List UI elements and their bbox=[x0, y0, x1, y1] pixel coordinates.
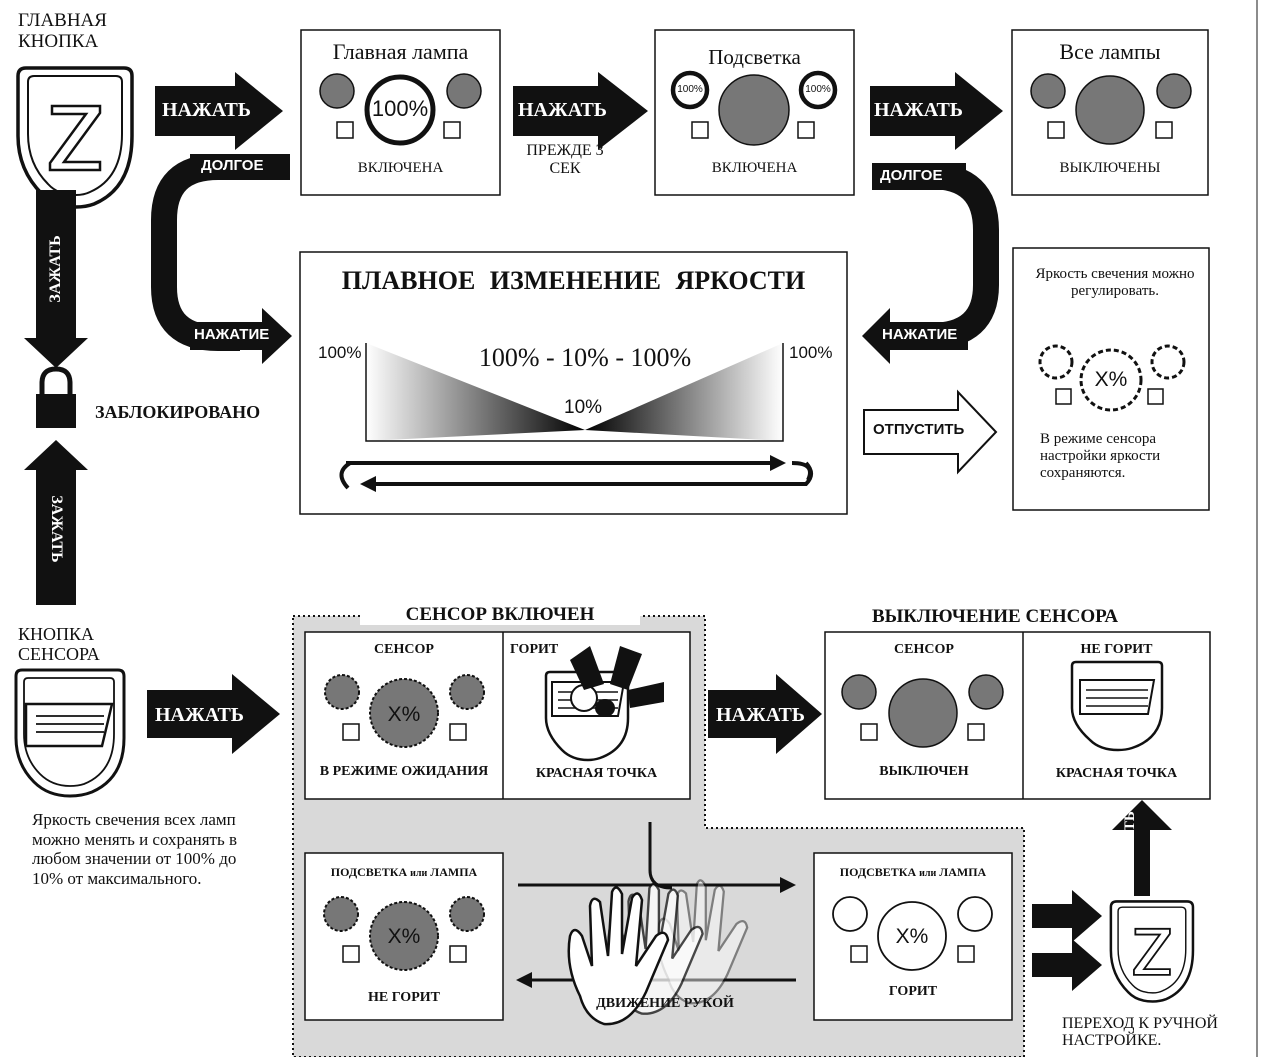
sensor-standby-title: СЕНСОР bbox=[374, 642, 434, 657]
gesture-right-title-a: ПОДСВЕТКА bbox=[839, 865, 917, 879]
press-label-sensor-off: НАЖАТЬ bbox=[716, 704, 806, 726]
before-3s-label: ПРЕЖДЕ 3 СЕК bbox=[526, 142, 604, 177]
release-arrow bbox=[863, 389, 998, 475]
long-label-left: ДОЛГОЕ bbox=[201, 157, 264, 174]
gesture-left-title-b: ЛАМПА bbox=[430, 865, 478, 879]
sensor-button-title: КНОПКА СЕНСОРА bbox=[18, 624, 100, 665]
locked-label: ЗАБЛОКИРОВАНО bbox=[95, 402, 261, 422]
main-lamp-title: Главная лампа bbox=[332, 39, 469, 64]
sensor-unlit-icon bbox=[1070, 660, 1164, 752]
gesture-right-status: ГОРИТ bbox=[888, 984, 938, 999]
backlight-value-left: 100% bbox=[677, 84, 703, 95]
press-label-2: НАЖАТЬ bbox=[518, 99, 608, 121]
sensor-off-state-title: СЕНСОР bbox=[894, 642, 954, 657]
sensor-button[interactable] bbox=[14, 668, 126, 798]
press-arrow-1 bbox=[155, 72, 283, 150]
dimming-min-label: 10% bbox=[564, 397, 603, 418]
gesture-left-title-a: ПОДСВЕТКА bbox=[330, 865, 408, 879]
gesture-right-title-or: или bbox=[919, 868, 937, 879]
press-short-label-left: НАЖАТИЕ bbox=[194, 326, 270, 343]
manual-label: ПЕРЕХОД К РУЧНОЙ НАСТРОЙКЕ. bbox=[1062, 1015, 1218, 1049]
press-arrow-3 bbox=[870, 72, 1003, 150]
sensor-on-title: СЕНСОР ВКЛЮЧЕН bbox=[360, 604, 640, 626]
hold-label-top: ЗАЖАТЬ bbox=[47, 235, 65, 303]
gesture-left-title-or: или bbox=[410, 868, 428, 879]
dimming-range: 100% - 10% - 100% bbox=[478, 343, 692, 372]
hold-label-bottom: ЗАЖАТЬ bbox=[47, 495, 65, 563]
hold-arrow-up bbox=[24, 440, 88, 605]
all-lamps-status: ВЫКЛЮЧЕНЫ bbox=[1059, 160, 1161, 176]
gesture-right-title: ПОДСВЕТКА или ЛАМПА bbox=[814, 865, 1012, 879]
backlight-title: Подсветка bbox=[708, 45, 801, 69]
main-lamp-value: 100% bbox=[371, 96, 429, 121]
gesture-right-value: X% bbox=[895, 925, 929, 948]
press-arrow-up-manual bbox=[1112, 800, 1172, 896]
gesture-left-title: ПОДСВЕТКА или ЛАМПА bbox=[305, 865, 503, 879]
gesture-left-value: X% bbox=[387, 925, 421, 948]
press-arrow-sensor bbox=[147, 674, 280, 754]
main-lamp-status: ВКЛЮЧЕНА bbox=[357, 160, 444, 176]
adjust-note-text1: Яркость свечения можно регулировать. bbox=[1035, 266, 1195, 299]
brightness-note: Яркость свечения всех ламп можно менять … bbox=[32, 810, 237, 888]
hold-arrow-down bbox=[24, 190, 88, 368]
sensor-off-unlit-status: КРАСНАЯ ТОЧКА bbox=[1055, 766, 1178, 781]
all-lamps-title: Все лампы bbox=[1059, 39, 1161, 64]
sensor-lit-title: ГОРИТ bbox=[510, 642, 559, 657]
manual-z-button[interactable] bbox=[1109, 900, 1195, 1003]
main-button[interactable] bbox=[16, 66, 134, 209]
sensor-off-title: ВЫКЛЮЧЕНИЕ СЕНСОРА bbox=[871, 606, 1119, 627]
sensor-standby-value: X% bbox=[387, 703, 421, 726]
gesture-motion-label: ДВИЖЕНИЕ РУКОЙ bbox=[596, 996, 734, 1011]
sensor-lit-status: КРАСНАЯ ТОЧКА bbox=[535, 766, 658, 781]
long-label-right: ДОЛГОЕ bbox=[880, 167, 943, 184]
main-lamp-box bbox=[300, 29, 501, 196]
main-button-title: ГЛАВНАЯ КНОПКА bbox=[18, 10, 107, 53]
press-short-label-right: НАЖАТИЕ bbox=[882, 326, 958, 343]
padlock-icon bbox=[36, 366, 76, 428]
sensor-lit-icon bbox=[544, 670, 630, 762]
press-label-3: НАЖАТЬ bbox=[874, 99, 964, 121]
dimming-title: ПЛАВНОЕ ИЗМЕНЕНИЕ ЯРКОСТИ bbox=[341, 266, 806, 295]
adjust-note-text2: В режиме сенсора настройки яркости сохра… bbox=[1040, 431, 1161, 481]
press-label-manual: НАЖАТЬ bbox=[1122, 811, 1138, 878]
backlight-status: ВКЛЮЧЕНА bbox=[711, 160, 798, 176]
gesture-right-title-b: ЛАМПА bbox=[939, 865, 987, 879]
backlight-value-right: 100% bbox=[805, 84, 831, 95]
gesture-left-status: НЕ ГОРИТ bbox=[368, 990, 440, 1005]
press-arrow-sensor-off bbox=[708, 674, 822, 754]
press-arrow-2 bbox=[513, 72, 648, 150]
sensor-off-state-status: ВЫКЛЮЧЕН bbox=[879, 764, 969, 779]
sensor-standby-status: В РЕЖИМЕ ОЖИДАНИЯ bbox=[319, 764, 489, 779]
press-label-sensor: НАЖАТЬ bbox=[155, 704, 245, 726]
release-label: ОТПУСТИТЬ bbox=[873, 421, 965, 438]
press-label-1: НАЖАТЬ bbox=[162, 99, 252, 121]
dimming-right-label: 100% bbox=[789, 343, 833, 362]
adjust-note-value: X% bbox=[1094, 368, 1128, 391]
sensor-off-unlit-title: НЕ ГОРИТ bbox=[1080, 642, 1153, 657]
dimming-left-label: 100% bbox=[318, 343, 362, 362]
